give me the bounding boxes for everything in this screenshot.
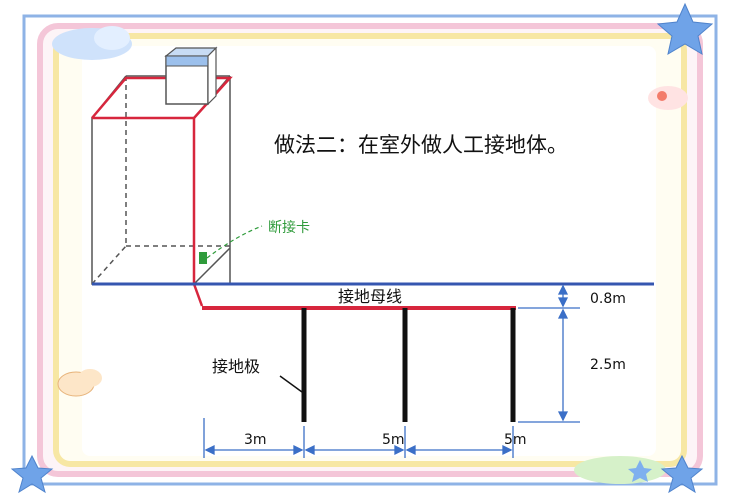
spacing-third-label: 5m — [504, 432, 527, 448]
cloud-icon — [574, 456, 666, 484]
depth-bus-label: 0.8m — [590, 291, 626, 307]
rooftop-unit — [164, 46, 218, 106]
diagram-title: 做法二：在室外做人工接地体。 — [274, 133, 568, 157]
ground-bus-label: 接地母线 — [338, 287, 402, 306]
disconnect-card — [199, 225, 263, 264]
star-icon — [628, 460, 652, 482]
electrode-leader-line — [279, 375, 303, 393]
ground-electrode-label: 接地极 — [212, 357, 260, 376]
disconnect-card-label: 断接卡 — [268, 219, 310, 236]
vertical-dimension — [518, 284, 580, 423]
electrode-length-label: 2.5m — [590, 357, 626, 373]
cloud-icon — [648, 86, 688, 110]
cloud-icon — [57, 369, 102, 397]
cloud-icon — [52, 26, 132, 60]
star-icon — [656, 2, 714, 56]
frame-blue-border — [22, 14, 718, 486]
spacing-first-label: 3m — [244, 432, 267, 448]
content-panel — [82, 46, 656, 456]
star-icon — [10, 454, 54, 494]
spacing-second-label: 5m — [382, 432, 405, 448]
star-icon — [660, 454, 704, 494]
horizontal-dimension — [203, 418, 514, 458]
